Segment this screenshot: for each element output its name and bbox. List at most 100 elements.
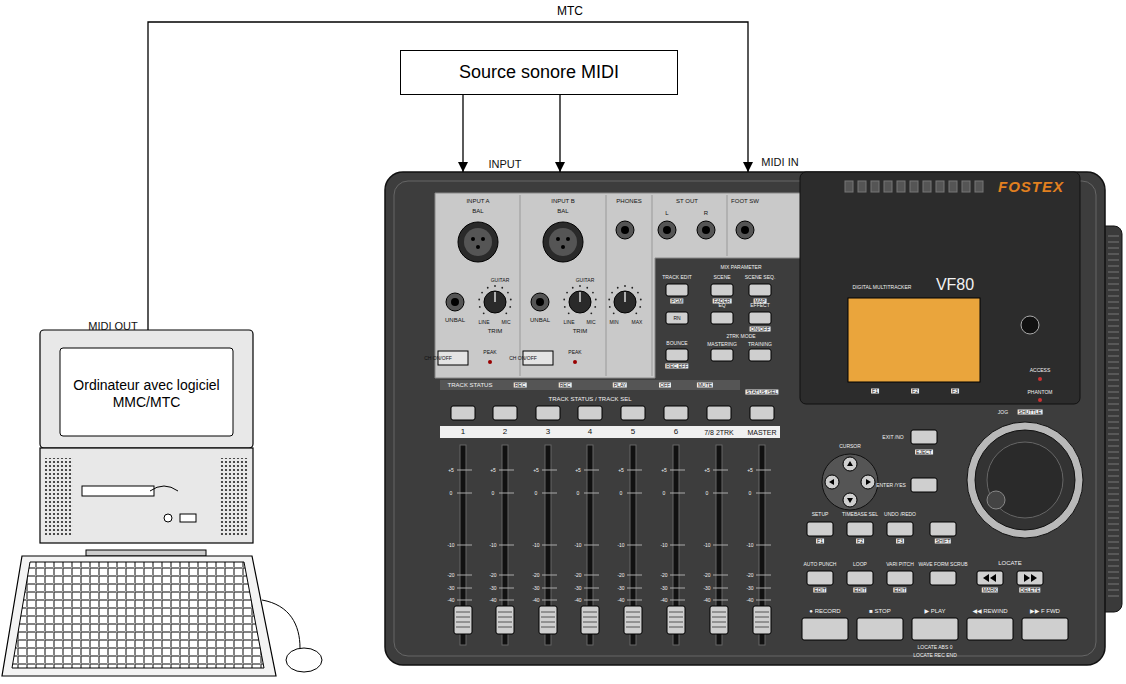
- fader-tick: [713, 575, 728, 576]
- jack: [697, 221, 715, 239]
- fader-scale: 0: [749, 491, 752, 496]
- side-rib: [1108, 440, 1119, 441]
- fader-tick: [756, 575, 771, 576]
- side-rib: [1108, 302, 1119, 303]
- side-rib: [1108, 278, 1119, 279]
- cursor-arrow: [847, 498, 853, 503]
- knob-tick: [494, 285, 496, 287]
- fader-scale: -30: [532, 586, 539, 591]
- side-rib: [1108, 464, 1119, 465]
- panel-label: LOCATE: [998, 560, 1022, 566]
- panel-label: MIN: [609, 320, 618, 325]
- panel-label: VARI PITCH: [886, 562, 914, 567]
- function-button: [887, 571, 913, 585]
- fader-tick: [713, 545, 728, 546]
- knob-tick: [505, 312, 507, 314]
- jack-hole: [702, 226, 710, 234]
- fader-scale: +5: [533, 468, 539, 473]
- lcd-screen: [848, 298, 980, 382]
- mix-button: [711, 349, 733, 361]
- connector: [462, 95, 463, 172]
- xlr-insert: [464, 228, 492, 256]
- panel-label: MASTERING: [707, 342, 737, 347]
- fader-grip: [626, 612, 640, 613]
- panel-label: STATUS /SEL: [745, 390, 778, 395]
- panel-label: FOOT SW: [731, 198, 759, 204]
- fader-scale: -30: [703, 586, 710, 591]
- fader-scale: -20: [574, 573, 581, 578]
- knob-tick: [590, 312, 592, 314]
- fader-tick: [499, 600, 514, 601]
- power-button: [164, 514, 172, 522]
- side-rib: [1108, 332, 1119, 333]
- mouse-cable: [262, 600, 300, 648]
- fader-tick: [627, 600, 642, 601]
- side-rib: [1108, 308, 1119, 309]
- fader-tick: [542, 545, 557, 546]
- level-led: [845, 181, 853, 192]
- fader-tick: [457, 588, 472, 589]
- computer-base: [40, 448, 253, 543]
- fader-scale: -40: [660, 598, 667, 603]
- fader-grip: [669, 617, 683, 618]
- fader-tick: [713, 470, 728, 471]
- panel-label: TIMEBASE SEL: [842, 512, 878, 517]
- jack: [736, 221, 754, 239]
- function-button: [930, 571, 956, 585]
- knob-tick: [564, 306, 566, 308]
- track-status-button: [578, 406, 602, 420]
- fader-knob: [710, 606, 728, 634]
- fader-scale: +5: [661, 468, 667, 473]
- panel-label: JOG: [998, 410, 1008, 415]
- side-rib: [1108, 578, 1119, 579]
- fader-scale: -20: [703, 573, 710, 578]
- panel-label: F3: [951, 389, 959, 394]
- panel-label: EDIT: [813, 588, 826, 593]
- panel-label: L: [665, 210, 668, 216]
- panel-label: INPUT B: [551, 198, 575, 204]
- panel-label: WAVE FORM SCRUB: [918, 562, 967, 567]
- side-rib: [1108, 554, 1119, 555]
- side-rib: [1108, 572, 1119, 573]
- fader-knob: [454, 606, 472, 634]
- knob-tick: [640, 299, 642, 301]
- locate-arrow: [1024, 574, 1037, 582]
- panel-label: 6: [674, 428, 678, 436]
- fader-grip: [583, 612, 597, 613]
- side-rib: [1108, 326, 1119, 327]
- contrast-knob: [1021, 316, 1039, 334]
- fader-tick: [542, 470, 557, 471]
- level-led: [962, 181, 970, 192]
- side-rib: [1108, 584, 1119, 585]
- fader-scale: -40: [447, 598, 454, 603]
- xlr-pin: [481, 237, 485, 241]
- side-rib: [1108, 374, 1119, 375]
- fader-tick: [670, 493, 685, 494]
- panel-label: F3: [896, 539, 904, 544]
- fader-scale: -40: [489, 598, 496, 603]
- panel-label: TRAINING: [748, 342, 772, 347]
- access-led: [1038, 377, 1042, 381]
- side-rib: [1108, 530, 1119, 531]
- level-led: [910, 181, 918, 192]
- keyboard-stand: [86, 550, 206, 556]
- side-rib: [1108, 380, 1119, 381]
- keyboard-keys: [12, 562, 264, 668]
- fader-tick: [499, 545, 514, 546]
- panel-label: OFF: [659, 383, 671, 388]
- knob-tick: [617, 287, 619, 289]
- cursor-arrow: [847, 461, 853, 466]
- enter-button: [911, 478, 937, 492]
- fader-tick: [457, 470, 472, 471]
- fader-tick: [713, 600, 728, 601]
- fader-scale: +5: [575, 468, 581, 473]
- fader-scale: 0: [663, 491, 666, 496]
- port-label: MIDI OUT: [88, 321, 138, 332]
- panel-label: MIX PARAMETER: [720, 265, 761, 270]
- level-led: [858, 181, 866, 192]
- panel-label: ACCESS: [1030, 368, 1051, 373]
- fader-grip: [498, 617, 512, 618]
- fader-grip: [669, 627, 683, 628]
- mix-button: [666, 312, 688, 324]
